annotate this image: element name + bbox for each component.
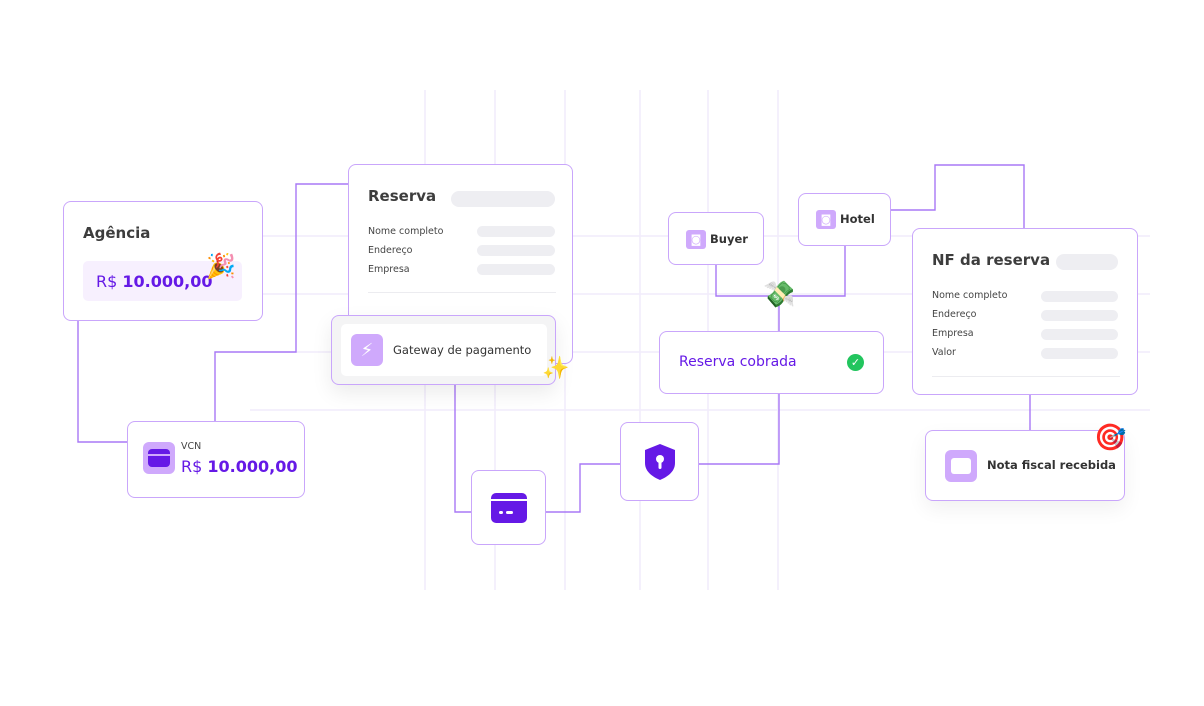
nf-title: NF da reserva: [932, 251, 1051, 269]
divider: [368, 292, 556, 293]
reserva-cobrada-label: Reserva cobrada: [679, 354, 797, 370]
nota-fiscal-label: Nota fiscal recebida: [987, 458, 1116, 472]
field-label: Empresa: [932, 328, 974, 339]
vcn-card[interactable]: VCN R$ 10.000,00: [127, 421, 305, 498]
flying-money-icon: 💸: [763, 280, 796, 310]
field-label: Nome completo: [368, 226, 444, 237]
security-node[interactable]: [620, 422, 699, 501]
field-label: Empresa: [368, 264, 410, 275]
field-label: Nome completo: [932, 290, 1008, 301]
field-label: Endereço: [932, 309, 977, 320]
money-icon: ◙: [686, 230, 706, 249]
credit-card-icon: [143, 442, 175, 474]
party-popper-icon: 🎉: [206, 252, 236, 280]
field-value: [1041, 310, 1118, 321]
gateway-card[interactable]: ⚡ Gateway de pagamento ✨: [331, 315, 569, 385]
sparkles-icon: ✨: [542, 356, 570, 381]
reserva-cobrada-node[interactable]: Reserva cobrada ✓: [659, 331, 884, 394]
payment-card-node[interactable]: [471, 470, 546, 545]
buyer-label: Buyer: [710, 232, 748, 246]
gateway-label: Gateway de pagamento: [393, 343, 532, 357]
field-value: [1041, 291, 1118, 302]
credit-card-icon: [491, 493, 527, 523]
shield-lock-icon: [645, 444, 675, 480]
divider: [932, 376, 1120, 377]
vcn-amount: R$ 10.000,00: [181, 457, 297, 476]
currency: R$: [96, 272, 118, 291]
field-value: [477, 264, 555, 275]
agencia-amount-box: R$ 10.000,00: [83, 261, 242, 301]
agencia-title: Agência: [83, 224, 151, 242]
field-value: [477, 226, 555, 237]
inbox-icon: [945, 450, 977, 482]
amount: 10.000,00: [122, 272, 213, 291]
agencia-card[interactable]: Agência R$ 10.000,00 🎉: [63, 201, 263, 321]
target-icon: 🎯: [1094, 423, 1127, 453]
buyer-node[interactable]: ◙ Buyer: [668, 212, 764, 265]
placeholder-bar: [451, 191, 555, 207]
field-label: Endereço: [368, 245, 413, 256]
currency: R$: [181, 457, 203, 476]
placeholder-bar: [1056, 254, 1118, 270]
hotel-label: Hotel: [840, 212, 875, 226]
field-label: Valor: [932, 347, 956, 358]
hotel-node[interactable]: ◙ Hotel: [798, 193, 891, 246]
field-value: [1041, 329, 1118, 340]
amount: 10.000,00: [207, 457, 298, 476]
reserva-title: Reserva: [368, 187, 437, 205]
nf-reserva-card[interactable]: NF da reserva Nome completo Endereço Emp…: [912, 228, 1138, 395]
plug-icon: ⚡: [351, 334, 383, 366]
field-value: [1041, 348, 1118, 359]
money-icon: ◙: [816, 210, 836, 229]
check-circle-icon: ✓: [847, 354, 864, 371]
field-value: [477, 245, 555, 256]
nota-fiscal-node[interactable]: Nota fiscal recebida 🎯: [925, 423, 1126, 501]
vcn-label: VCN: [181, 441, 202, 452]
